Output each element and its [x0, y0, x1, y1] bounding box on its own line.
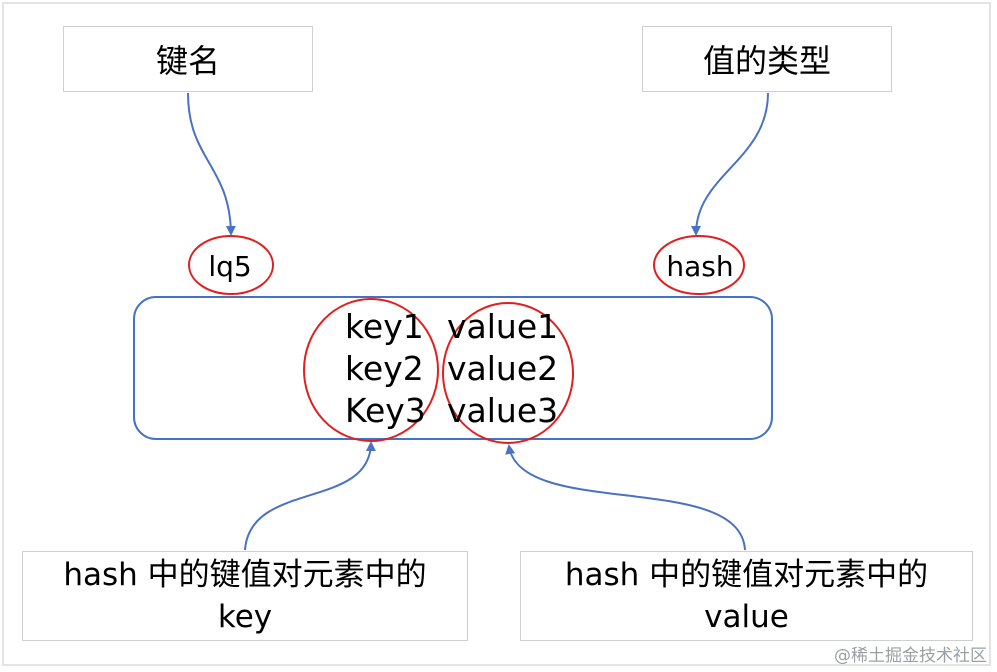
key-oval: [188, 235, 274, 295]
field-values-column: value1 value2 value3: [447, 306, 558, 432]
key-name-label-box: 键名: [63, 26, 313, 92]
field-keys-column: key1 key2 Key3: [345, 306, 426, 432]
hash-key-label-line2: key: [217, 599, 273, 635]
arrow-hash-value-to-values: [505, 444, 746, 551]
hash-value-label-box: hash 中的键值对元素中的 value: [520, 551, 973, 641]
key-text: lq5: [208, 249, 252, 283]
field-value: value2: [447, 349, 559, 388]
field-key: key2: [345, 349, 424, 388]
hash-key-label-box: hash 中的键值对元素中的 key: [22, 551, 468, 641]
arrow-value-type-to-type: [691, 92, 769, 236]
hash-value-label-line2: value: [704, 599, 789, 635]
key-name-label: 键名: [155, 42, 220, 80]
type-oval: [653, 235, 745, 295]
type-text: hash: [666, 249, 734, 283]
hash-container: [133, 296, 773, 440]
hash-value-label-line1: hash 中的键值对元素中的: [564, 557, 929, 593]
field-key: Key3: [345, 391, 426, 430]
hash-key-label-line1: hash 中的键值对元素中的: [63, 557, 427, 593]
arrow-key-name-to-key: [187, 92, 236, 236]
keys-oval: [303, 298, 439, 442]
arrow-hash-key-to-keys: [244, 441, 376, 551]
field-key: key1: [345, 307, 424, 346]
field-value: value1: [447, 307, 559, 346]
watermark: @稀土掘金技术社区: [834, 646, 987, 666]
field-value: value3: [447, 391, 559, 430]
value-type-label: 值的类型: [702, 42, 831, 80]
values-oval: [442, 302, 574, 444]
value-type-label-box: 值的类型: [642, 26, 892, 92]
